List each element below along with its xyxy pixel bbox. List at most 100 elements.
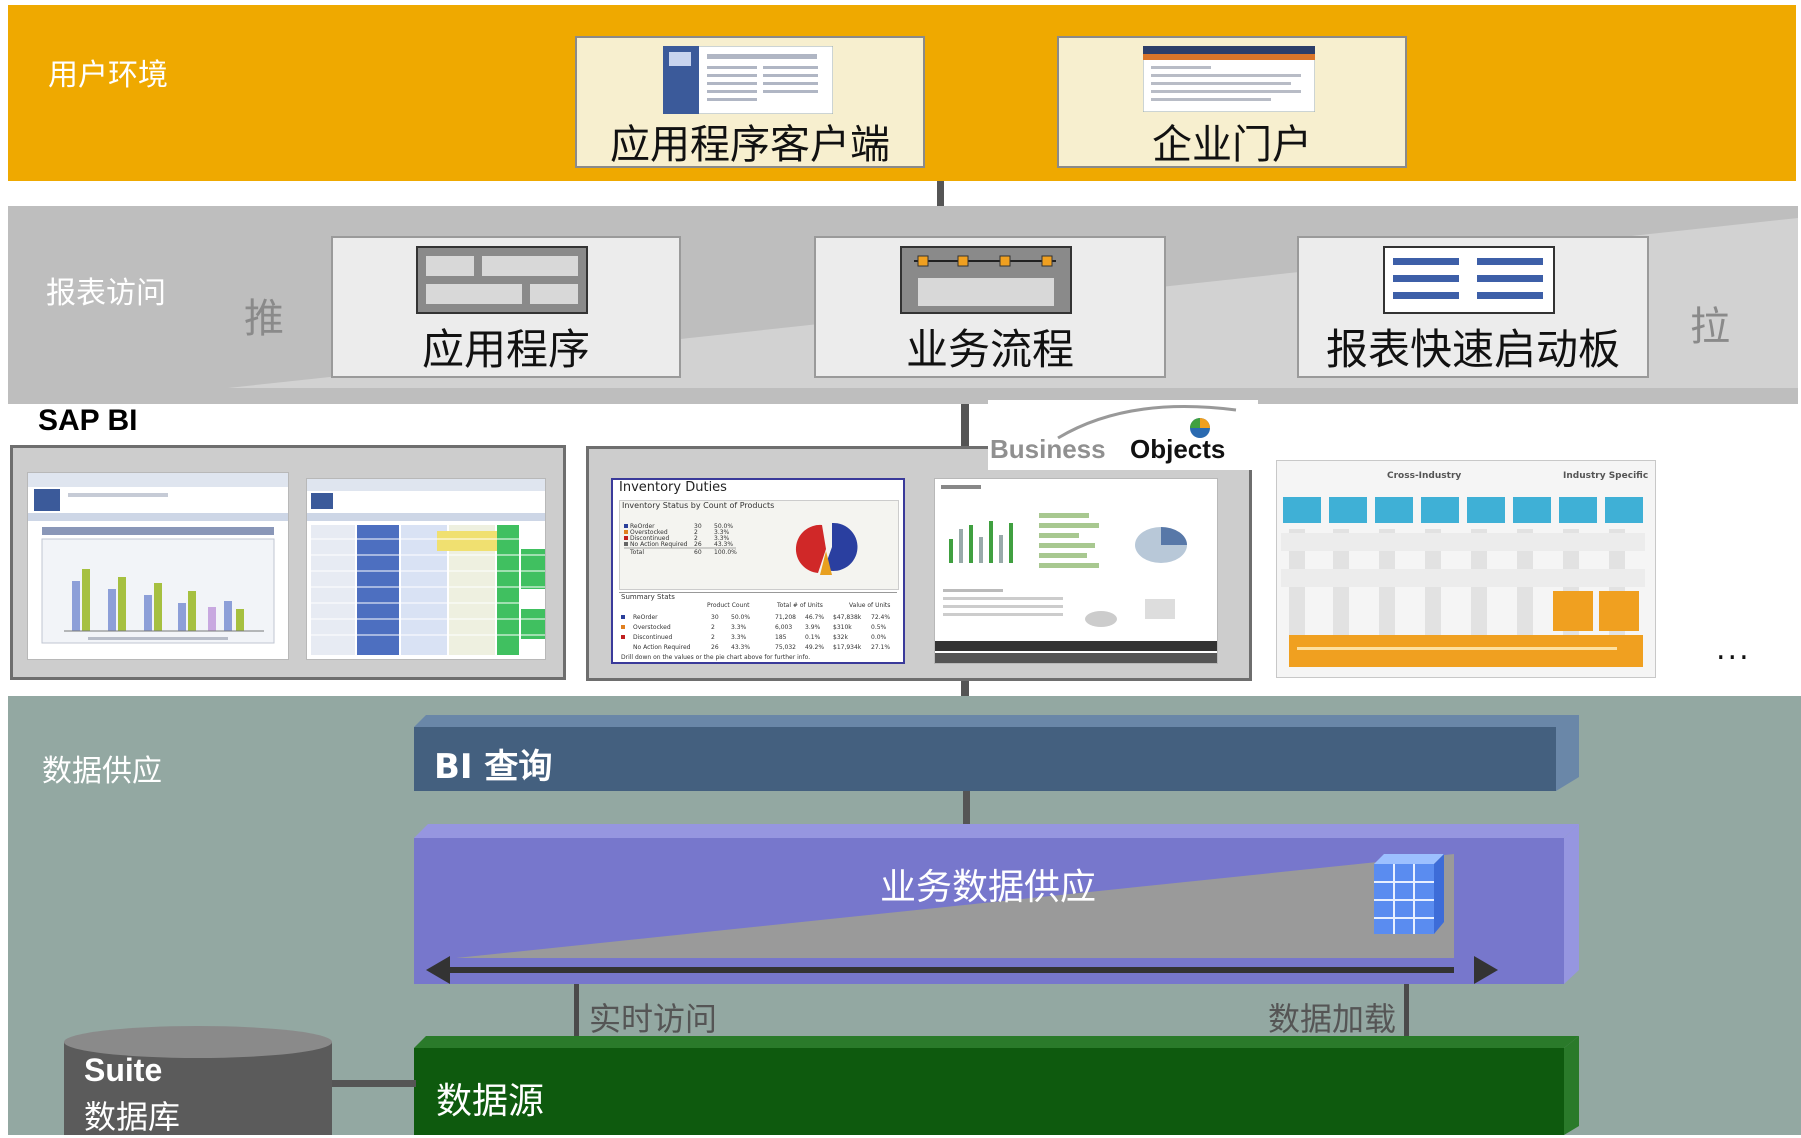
svg-text:3.3%: 3.3% [731, 624, 747, 631]
svg-text:60: 60 [694, 549, 702, 556]
svg-text:50.0%: 50.0% [714, 523, 733, 530]
summary-stats-grid: Product Count Total # of Units Value of … [621, 602, 890, 661]
svg-text:Overstocked: Overstocked [633, 624, 671, 631]
svg-text:$32k: $32k [833, 634, 848, 641]
svg-text:43.3%: 43.3% [731, 644, 750, 651]
sap-bi-table-screen [306, 478, 546, 660]
portal-screenshot-icon [1143, 46, 1315, 112]
industry-specific-header: Industry Specific [1563, 471, 1649, 481]
application-box[interactable]: 应用程序 [331, 236, 681, 378]
svg-text:3.3%: 3.3% [714, 529, 730, 536]
app-client-box[interactable]: 应用程序客户端 [575, 36, 925, 168]
svg-text:Discontinued: Discontinued [633, 634, 673, 641]
business-process-icon [900, 246, 1072, 314]
svg-text:26: 26 [711, 644, 719, 651]
sap-bi-label: SAP BI [38, 404, 138, 437]
sap-bi-screens-panel [10, 445, 566, 680]
data-source-label: 数据源 [436, 1081, 545, 1122]
svg-text:3.3%: 3.3% [714, 535, 730, 542]
svg-text:Drill down on the values or th: Drill down on the values or the pie char… [621, 654, 810, 661]
application-title: 应用程序 [421, 325, 590, 374]
svg-text:No Action Required: No Action Required [633, 644, 691, 651]
database-icon [64, 1026, 332, 1135]
svg-text:2: 2 [694, 535, 698, 542]
summary-title: Summary Stats [621, 593, 675, 601]
svg-text:Product Count: Product Count [707, 602, 750, 609]
inventory-title: Inventory Duties [619, 480, 727, 495]
realtime-access-label: 实时访问 [589, 1000, 718, 1038]
svg-text:6,003: 6,003 [775, 624, 792, 631]
solution-map-graphic [1281, 497, 1645, 667]
business-data-supply-shape [414, 824, 1579, 984]
suite-database-cylinder[interactable]: Suite 数据库 [64, 1026, 332, 1136]
enterprise-portal-box[interactable]: 企业门户 [1057, 36, 1407, 168]
business-objects-panel: Inventory Duties Inventory Status by Cou… [586, 446, 1252, 681]
business-process-title: 业务流程 [905, 325, 1074, 374]
report-launchpad-box[interactable]: 报表快速启动板 [1297, 236, 1649, 378]
connector-line [961, 404, 969, 446]
svg-text:30: 30 [711, 614, 719, 621]
cross-industry-header: Cross-Industry [1387, 471, 1462, 481]
connector-line [937, 181, 944, 206]
svg-text:49.2%: 49.2% [805, 644, 824, 651]
connector-line [963, 791, 970, 826]
business-data-supply-bar[interactable]: 业务数据供应 [414, 824, 1579, 984]
data-source-bar[interactable]: 数据源 [414, 1036, 1579, 1135]
svg-text:3.9%: 3.9% [805, 624, 821, 631]
pull-label: 拉 [1690, 304, 1730, 350]
data-cube-icon [1374, 854, 1444, 934]
connector-line [961, 680, 969, 698]
bo-dashboard-screen [934, 478, 1218, 664]
business-objects-logo: Business Objects [988, 400, 1258, 470]
inventory-status-area: Inventory Status by Count of Products Re… [619, 500, 899, 590]
report-launchpad-title: 报表快速启动板 [1325, 325, 1620, 374]
svg-text:Value of Units: Value of Units [849, 602, 890, 609]
brand-objects: Objects [1130, 434, 1226, 464]
data-supply-label: 数据供应 [42, 754, 162, 789]
report-access-label: 报表访问 [46, 276, 166, 311]
business-data-supply-label: 业务数据供应 [880, 867, 1097, 908]
svg-text:50.0%: 50.0% [731, 614, 750, 621]
legend-reorder: ReOrder [630, 523, 655, 530]
suite-label: Suite [84, 1052, 163, 1088]
svg-text:72.4%: 72.4% [871, 614, 890, 621]
svg-text:30: 30 [694, 523, 702, 530]
svg-text:Overstocked: Overstocked [630, 529, 668, 536]
svg-text:71,208: 71,208 [775, 614, 796, 621]
svg-text:2: 2 [711, 634, 715, 641]
business-objects-swoosh [1057, 405, 1237, 440]
industry-solution-map: Cross-Industry Industry Specific [1276, 460, 1656, 678]
inventory-duties-screen: Inventory Duties Inventory Status by Cou… [611, 478, 905, 664]
database-label: 数据库 [84, 1098, 181, 1136]
user-environment-label: 用户环境 [48, 58, 168, 93]
svg-text:2: 2 [694, 529, 698, 536]
app-client-screenshot-icon [663, 46, 833, 114]
data-load-label: 数据加载 [1268, 1000, 1397, 1038]
svg-text:75,032: 75,032 [775, 644, 796, 651]
svg-text:Total # of Units: Total # of Units [776, 602, 823, 609]
svg-text:ReOrder: ReOrder [633, 614, 658, 621]
bi-query-bar[interactable]: BI 查询 [414, 715, 1579, 791]
push-label: 推 [244, 296, 284, 342]
summary-stats-table: Summary Stats Product Count Total # of U… [619, 592, 897, 661]
launchpad-list-icon [1383, 246, 1555, 314]
svg-text:$17,934k: $17,934k [833, 644, 862, 651]
inventory-subtitle: Inventory Status by Count of Products [622, 501, 775, 510]
app-client-title: 应用程序客户端 [610, 122, 890, 168]
svg-text:27.1%: 27.1% [871, 644, 890, 651]
svg-text:0.1%: 0.1% [805, 634, 821, 641]
brand-business: Business [990, 434, 1106, 464]
inventory-pie-chart [795, 522, 858, 575]
svg-text:0.0%: 0.0% [871, 634, 887, 641]
enterprise-portal-title: 企业门户 [1152, 122, 1312, 168]
bi-query-label: BI 查询 [434, 747, 553, 787]
business-process-box[interactable]: 业务流程 [814, 236, 1166, 378]
more-ellipsis: ... [1716, 632, 1751, 667]
svg-text:3.3%: 3.3% [731, 634, 747, 641]
application-icon [416, 246, 588, 314]
svg-text:185: 185 [775, 634, 787, 641]
svg-text:Total: Total [629, 549, 644, 556]
data-load-stem [1404, 984, 1409, 1046]
data-source-shape [414, 1036, 1579, 1135]
